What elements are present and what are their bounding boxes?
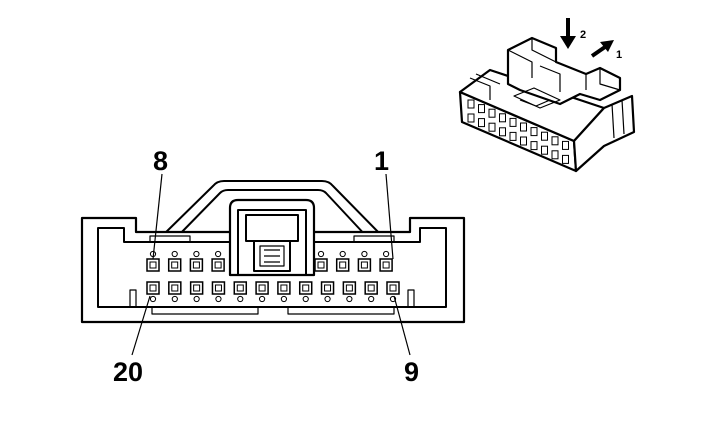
pin-label-9: 9 — [404, 357, 419, 387]
connector-face-view: 8 1 20 9 — [80, 146, 466, 387]
top-row-cavities — [146, 250, 393, 272]
cavity-pin-4 — [314, 250, 328, 272]
cavity-pin-17 — [211, 281, 226, 303]
cavity-pin-20 — [146, 281, 160, 303]
iso-cavity — [520, 136, 527, 146]
iso-cavity — [541, 131, 548, 141]
latch-arch — [159, 180, 385, 239]
iso-cavity — [499, 127, 506, 137]
pin-label-20: 20 — [113, 357, 143, 387]
bottom-row-cavities — [146, 281, 400, 303]
iso-cavity — [520, 122, 527, 132]
iso-cavity — [562, 154, 569, 164]
isometric-cavities — [467, 99, 569, 164]
slide-arrow-label: 1 — [616, 49, 622, 61]
press-arrow — [560, 18, 576, 49]
center-latch — [228, 198, 316, 277]
leader-line-8 — [152, 173, 163, 260]
cavity-pin-11 — [342, 281, 357, 303]
slide-arrow — [590, 40, 614, 58]
leader-line-1 — [385, 173, 394, 260]
iso-cavity — [541, 145, 548, 155]
connector-isometric-view — [458, 36, 636, 173]
iso-cavity — [530, 141, 538, 151]
iso-cavity — [509, 117, 517, 127]
iso-cavity — [530, 127, 538, 137]
iso-cavity — [499, 113, 506, 123]
leader-line-9 — [393, 295, 411, 356]
cavity-pin-7 — [167, 250, 182, 272]
cavity-pin-18 — [189, 281, 204, 303]
direction-arrows: 2 1 — [560, 18, 622, 61]
cavity-pin-15 — [255, 281, 269, 303]
cavity-pin-9 — [386, 281, 400, 303]
cavity-pin-12 — [320, 281, 335, 303]
iso-cavity — [478, 104, 485, 114]
cavity-pin-14 — [277, 281, 291, 303]
iso-cavity — [467, 99, 475, 109]
iso-cavity — [488, 108, 496, 118]
iso-cavity — [551, 150, 559, 160]
iso-cavity — [509, 131, 517, 141]
cavity-pin-19 — [168, 281, 182, 303]
cavity-pin-1 — [379, 250, 393, 272]
cavity-pin-10 — [364, 281, 378, 303]
iso-cavity — [562, 140, 569, 150]
cavity-pin-6 — [189, 250, 204, 272]
pin-label-1: 1 — [374, 146, 389, 176]
cavity-pin-5 — [211, 250, 225, 272]
leader-line-20 — [131, 295, 151, 356]
iso-cavity — [488, 122, 496, 132]
cavity-pin-16 — [233, 281, 248, 303]
iso-cavity — [478, 118, 485, 128]
iso-cavity — [551, 136, 559, 146]
cavity-pin-2 — [357, 250, 372, 272]
pin-label-8: 8 — [153, 146, 168, 176]
press-arrow-label: 2 — [580, 29, 586, 41]
cavity-pin-13 — [298, 281, 313, 303]
iso-cavity — [467, 113, 475, 123]
cavity-pin-3 — [335, 250, 350, 272]
